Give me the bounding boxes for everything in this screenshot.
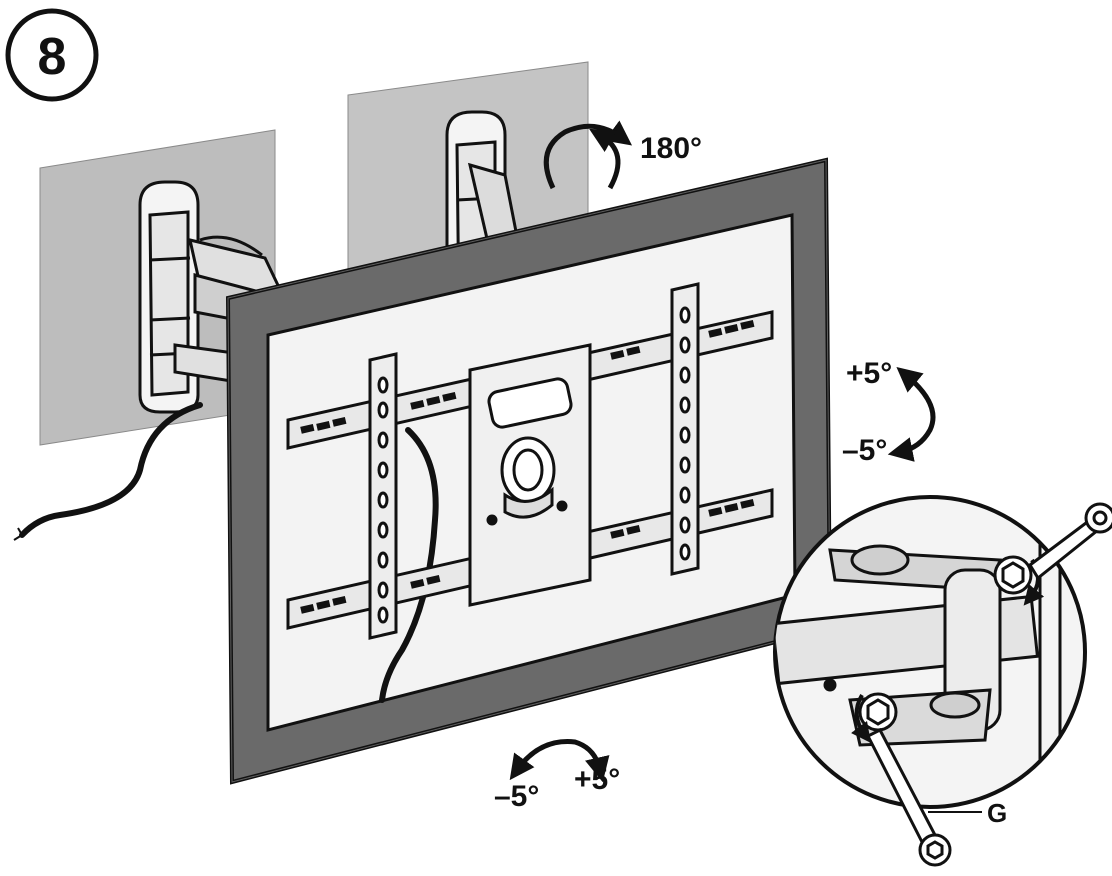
- wrench-icon: [1028, 502, 1112, 581]
- vertical-bracket-left: [368, 352, 398, 640]
- label-tilt-down: –5°: [842, 434, 887, 467]
- level-arrow-icon: [509, 739, 610, 783]
- bolt-icon: [858, 555, 1033, 732]
- wall-plate-left: [138, 180, 200, 414]
- center-tilt-plate: [468, 343, 592, 607]
- label-level-minus: –5°: [494, 780, 539, 813]
- step-badge: 8: [5, 8, 99, 102]
- detail-zoom-circle: [773, 495, 1087, 809]
- label-swivel-rotation: 180°: [640, 132, 702, 165]
- label-level-plus: +5°: [574, 763, 620, 796]
- tilt-arrow-icon: [887, 366, 936, 462]
- label-tilt-up: +5°: [846, 357, 892, 390]
- rotation-arrow-icon: [543, 120, 633, 190]
- vertical-bracket-right: [670, 282, 700, 576]
- step-number: 8: [38, 28, 67, 86]
- label-part-g: G: [987, 798, 1007, 828]
- power-cable: [13, 402, 203, 541]
- wrench-icon: [865, 728, 952, 867]
